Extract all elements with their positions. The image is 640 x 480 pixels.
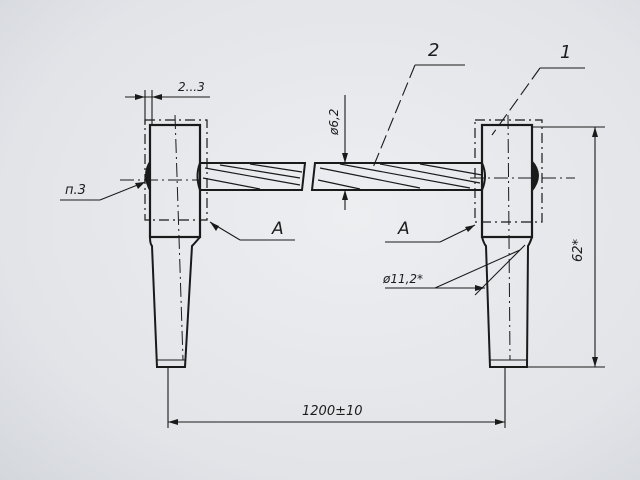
rod bbox=[196, 162, 486, 191]
weld-gap-dimension: 2...3 bbox=[178, 80, 205, 94]
view-label-left: A bbox=[271, 219, 284, 239]
left-plug bbox=[120, 114, 208, 368]
view-label-right: A bbox=[397, 219, 410, 239]
height-dimension: 62* bbox=[571, 238, 586, 262]
part-label-rod: 2 bbox=[428, 40, 439, 61]
weld-left bbox=[145, 160, 150, 192]
length-dimension: 1200±10 bbox=[302, 404, 363, 419]
part-label-plug: 1 bbox=[560, 42, 571, 63]
shank-diameter-dimension: ø11,2* bbox=[382, 272, 423, 286]
arrowheads bbox=[135, 94, 598, 425]
right-plug bbox=[470, 114, 575, 368]
weld-right bbox=[532, 160, 539, 192]
rod-diameter-dimension: ø6,2 bbox=[327, 109, 341, 136]
weld-note: п.3 bbox=[65, 183, 86, 198]
